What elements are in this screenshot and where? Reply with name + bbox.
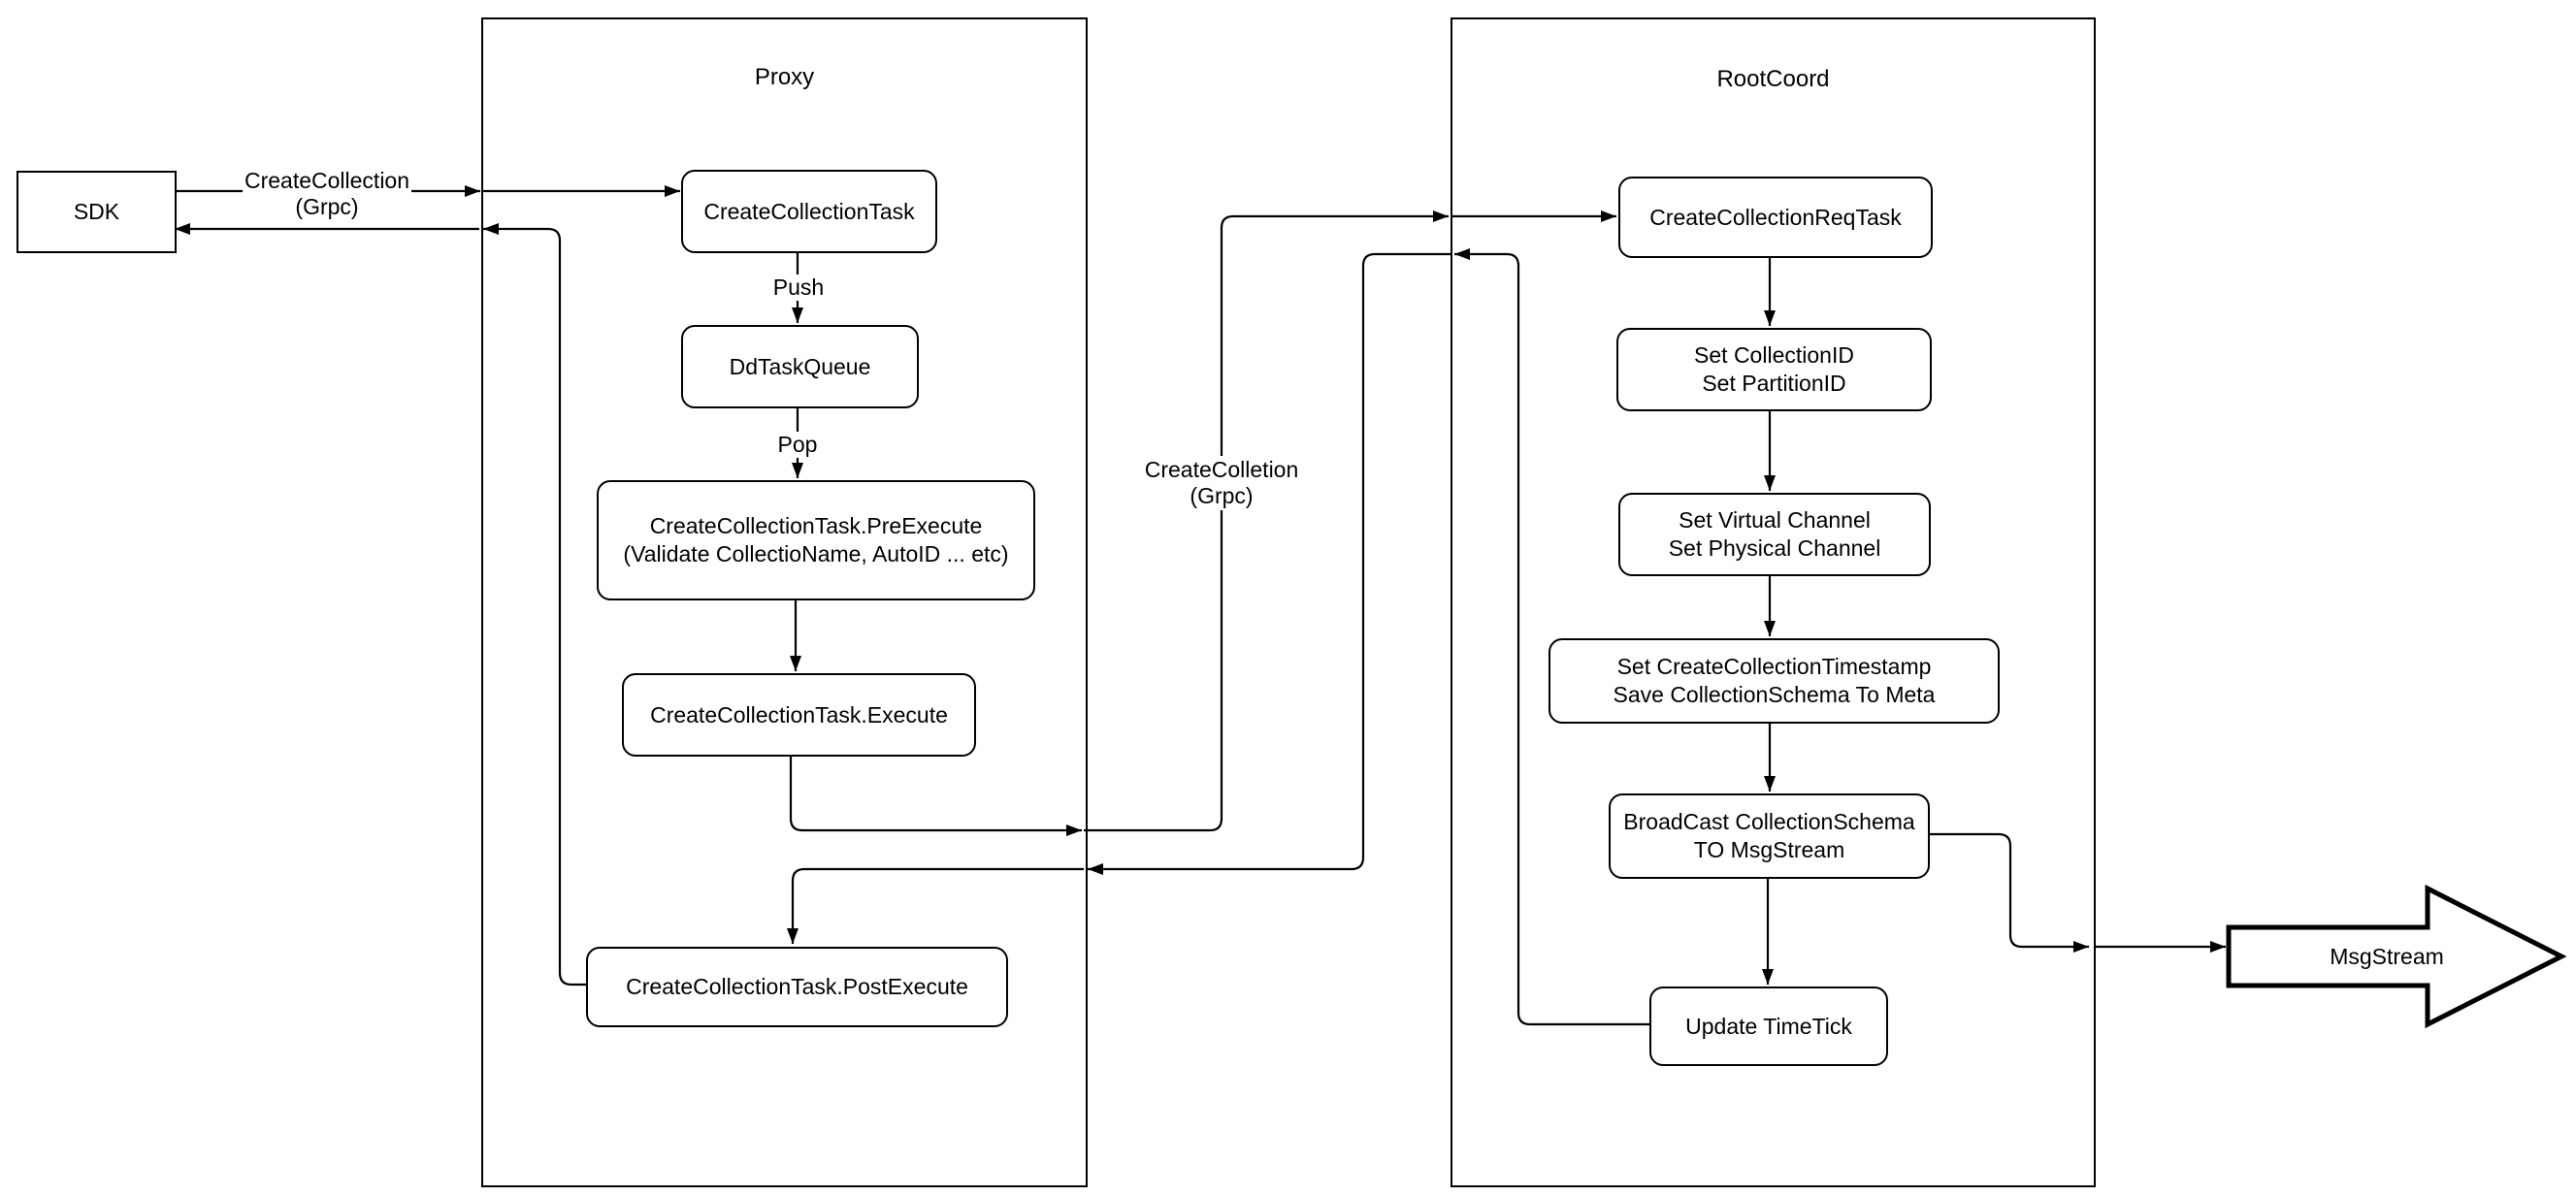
node-label: MsgStream — [2330, 943, 2444, 969]
edge-label-text: (Grpc) — [295, 194, 359, 219]
node-set-collection-partition-id: Set CollectionID Set PartitionID — [1616, 328, 1932, 411]
node-sdk-label: SDK — [73, 199, 120, 224]
node-create-collection-task: CreateCollectionTask — [681, 170, 937, 253]
node-label: CreateCollectionReqTask — [1649, 204, 1902, 230]
node-broadcast-schema: BroadCast CollectionSchema TO MsgStream — [1609, 793, 1930, 879]
container-rootcoord: RootCoord — [1451, 17, 2096, 1187]
node-set-virtual-physical-channel: Set Virtual Channel Set Physical Channel — [1618, 493, 1931, 576]
node-label: CreateCollectionTask.Execute — [650, 701, 948, 728]
edge-label-text: (Grpc) — [1190, 483, 1254, 508]
container-proxy-title: Proxy — [754, 64, 815, 90]
node-update-timetick: Update TimeTick — [1649, 987, 1888, 1066]
edge-label-text: CreateCollection — [244, 168, 410, 193]
node-label: Set CollectionID — [1694, 342, 1854, 368]
node-sdk: SDK — [16, 171, 177, 253]
node-label: BroadCast CollectionSchema — [1623, 809, 1915, 834]
node-dd-task-queue: DdTaskQueue — [681, 325, 919, 408]
node-label: Save CollectionSchema To Meta — [1613, 682, 1936, 707]
edge-label-text: Push — [772, 275, 825, 300]
node-label: CreateCollectionTask.PostExecute — [626, 974, 968, 999]
node-label: Set Virtual Channel — [1679, 507, 1871, 533]
node-msgstream-label: MsgStream — [2290, 943, 2484, 970]
edge-label-createcollection-grpc: CreateCollection (Grpc) — [243, 167, 411, 221]
container-rootcoord-title: RootCoord — [1716, 66, 1830, 92]
edge-riser-to-rootcoord — [1084, 210, 1449, 832]
node-label: DdTaskQueue — [729, 353, 871, 379]
node-set-timestamp-save-schema: Set CreateCollectionTimestamp Save Colle… — [1549, 638, 2000, 724]
edge-label-push: Push — [766, 275, 831, 301]
node-postexecute: CreateCollectionTask.PostExecute — [586, 947, 1008, 1027]
node-label: (Validate CollectioName, AutoID ... etc) — [623, 541, 1009, 566]
edge-rootcoord-to-proxy-return — [1088, 252, 1451, 875]
node-label: CreateCollectionTask.PreExecute — [649, 513, 983, 538]
edge-label-createcolletion-grpc: CreateColletion (Grpc) — [1137, 456, 1306, 510]
node-label: TO MsgStream — [1693, 837, 1845, 862]
node-create-collection-req-task: CreateCollectionReqTask — [1618, 177, 1933, 258]
edge-label-text: Pop — [777, 432, 818, 457]
node-label: Update TimeTick — [1685, 1013, 1852, 1039]
node-label: Set CreateCollectionTimestamp — [1616, 654, 1932, 679]
node-label: CreateCollectionTask — [703, 198, 915, 224]
node-execute: CreateCollectionTask.Execute — [622, 673, 976, 757]
edge-label-pop: Pop — [769, 432, 826, 458]
node-label: Set PartitionID — [1702, 371, 1846, 396]
node-label: Set Physical Channel — [1668, 535, 1881, 561]
node-preexecute: CreateCollectionTask.PreExecute (Validat… — [597, 480, 1035, 600]
edge-label-text: CreateColletion — [1144, 457, 1299, 482]
